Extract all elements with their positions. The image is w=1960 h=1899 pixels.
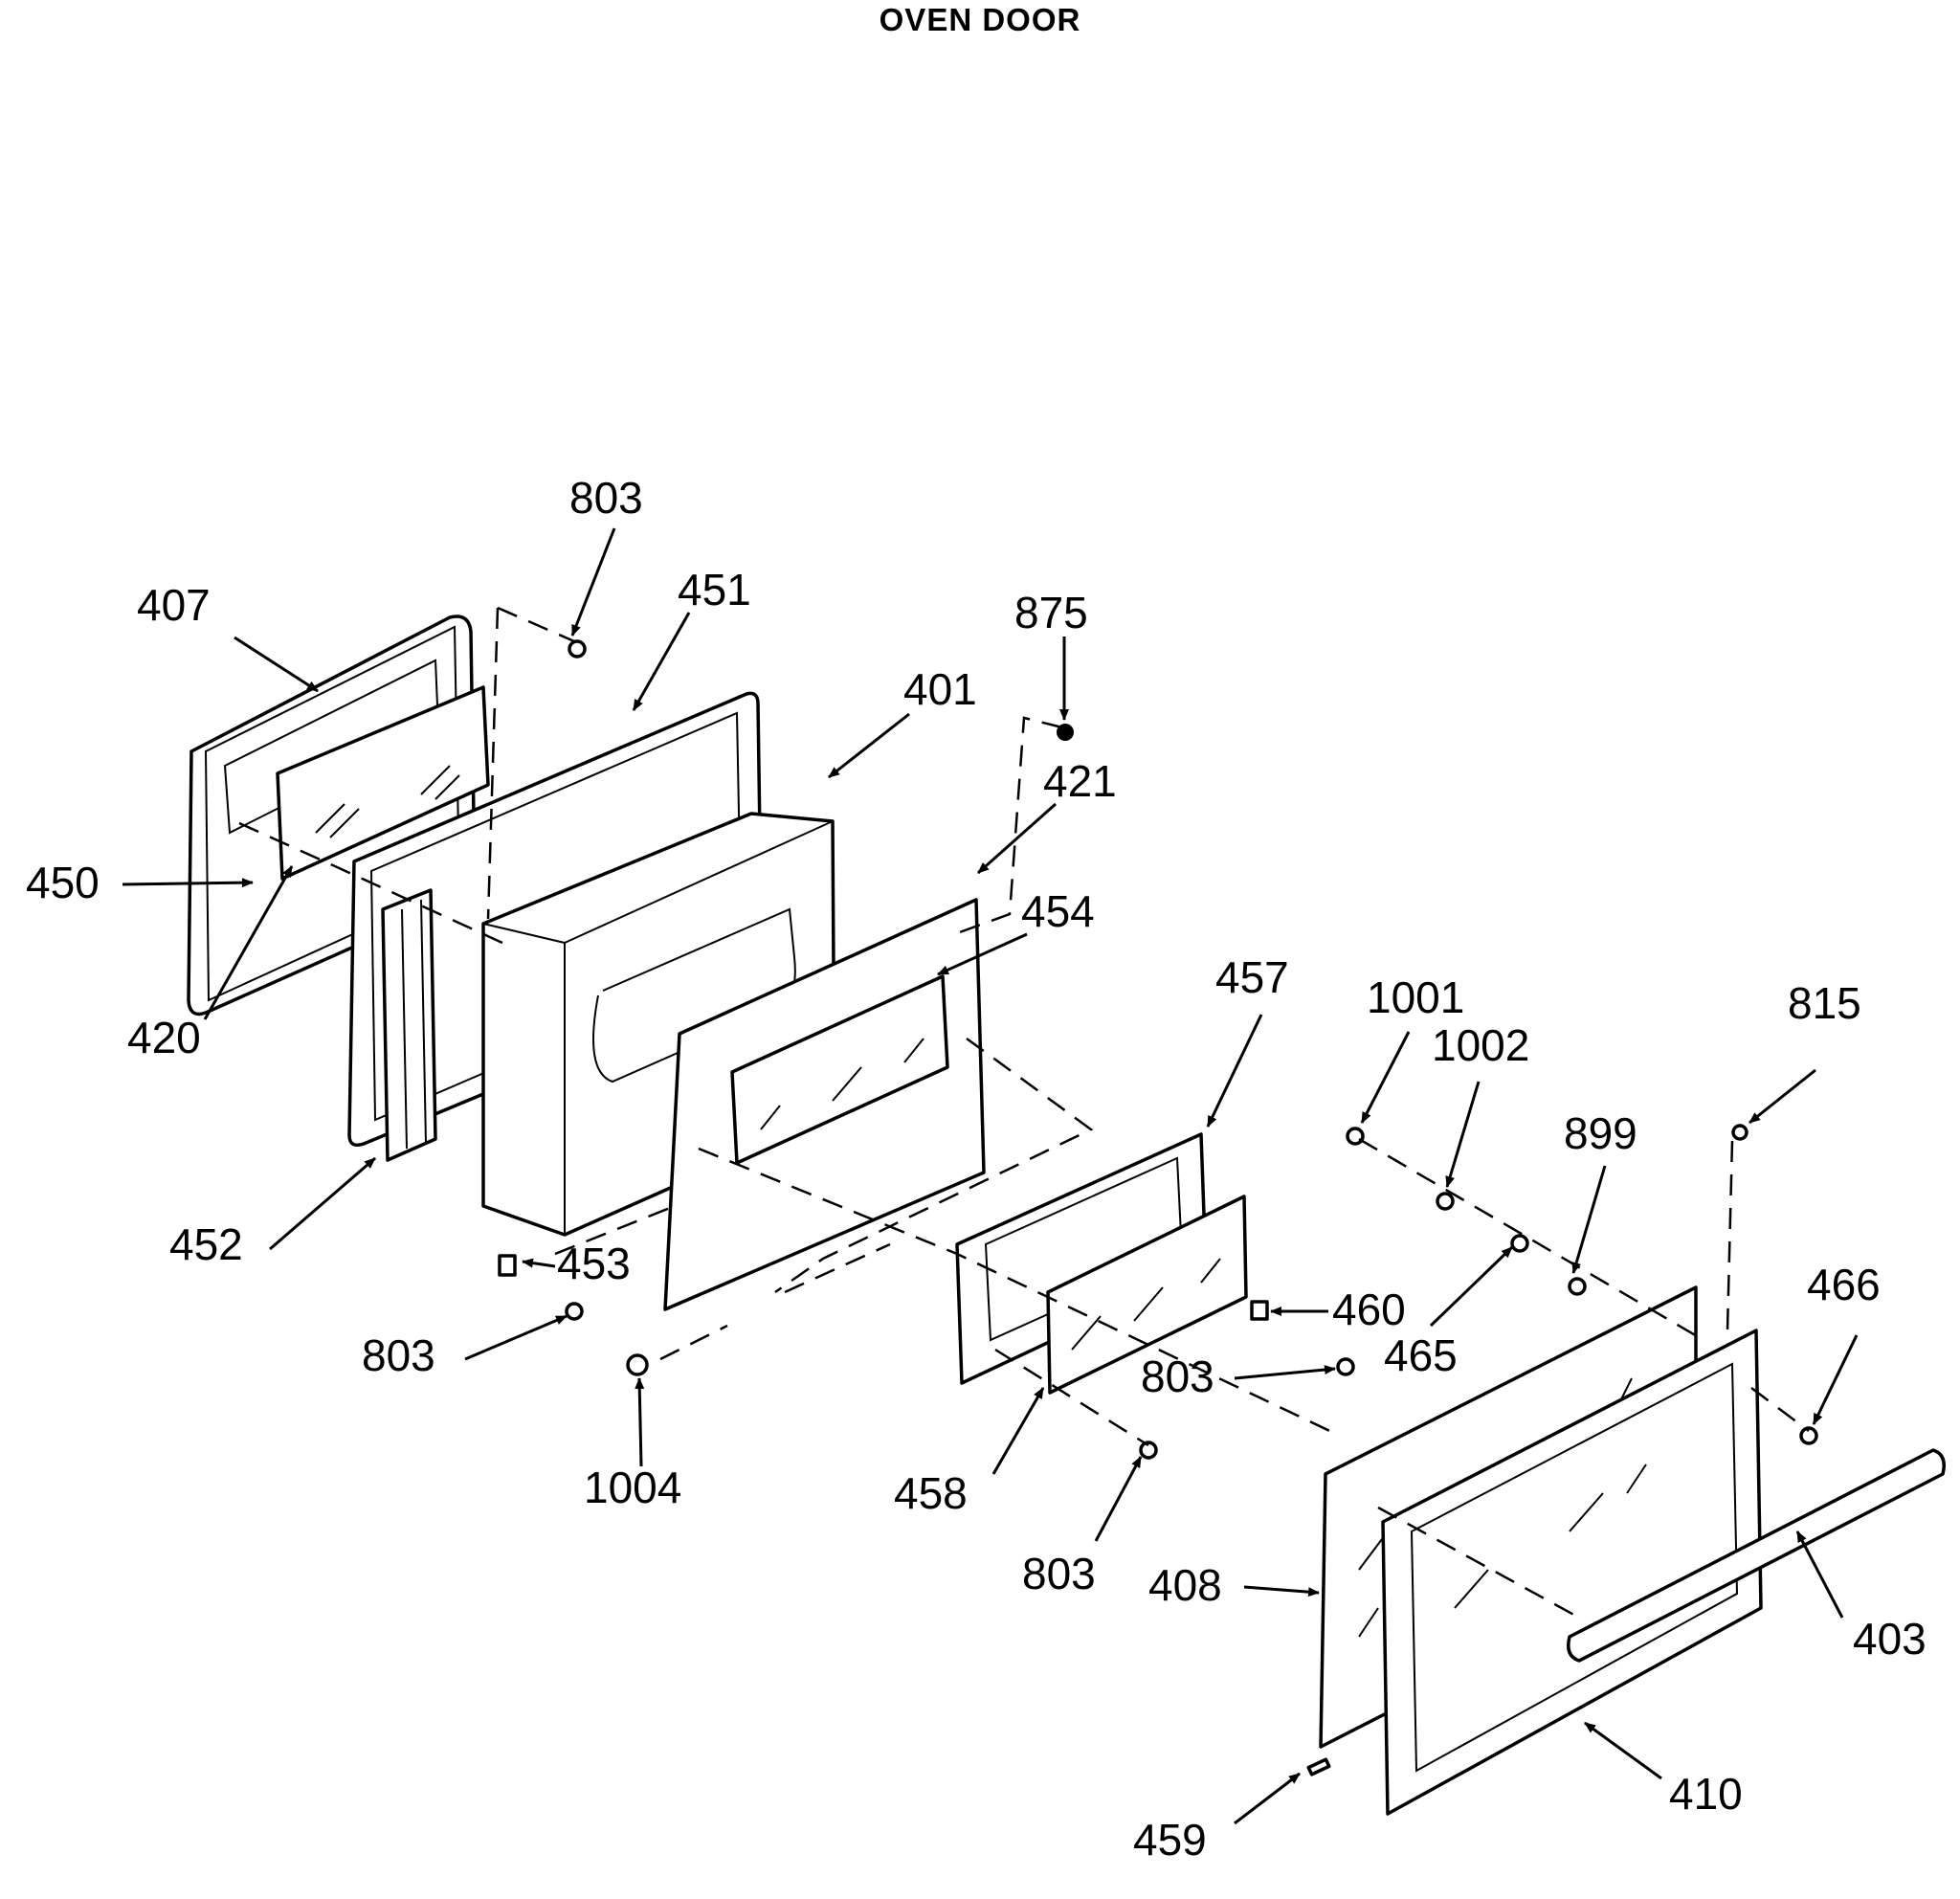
part-403-handle (1567, 1448, 1946, 1663)
part-410-door-frame (1381, 1329, 1763, 1816)
callout-410: 410 (1669, 1769, 1743, 1819)
callout-460: 460 (1332, 1285, 1406, 1334)
callout-803-top: 803 (569, 473, 643, 523)
part-421-liner (663, 898, 986, 1311)
hardware-fasteners (498, 639, 1818, 1776)
callout-459: 459 (1133, 1815, 1207, 1865)
callout-403: 403 (1853, 1614, 1927, 1664)
callout-452: 452 (169, 1219, 243, 1269)
leader-lines (122, 527, 1859, 1825)
callout-1004: 1004 (584, 1463, 681, 1512)
callout-457: 457 (1215, 952, 1289, 1002)
callout-451: 451 (678, 565, 751, 614)
callout-420: 420 (127, 1013, 201, 1062)
assembly-dashed-lines (238, 606, 1810, 1620)
part-callouts: 803 407 451 875 401 421 450 454 420 457 … (26, 473, 1927, 1865)
part-452-channel (381, 888, 437, 1162)
part-420-inner-glass (276, 685, 490, 881)
callout-803-bottom: 803 (1022, 1549, 1096, 1598)
page-title: OVEN DOOR (879, 2, 1081, 37)
callout-401: 401 (903, 664, 977, 714)
callout-407: 407 (137, 580, 211, 630)
callout-466: 466 (1807, 1260, 1881, 1309)
callout-454: 454 (1021, 886, 1095, 936)
callout-803-right: 803 (1141, 1352, 1214, 1401)
callout-465: 465 (1384, 1330, 1458, 1380)
callout-899: 899 (1564, 1108, 1637, 1158)
part-458-window-glass (1046, 1195, 1248, 1395)
callout-421: 421 (1043, 756, 1117, 806)
callout-450: 450 (26, 858, 100, 907)
callout-458: 458 (894, 1468, 968, 1518)
callout-1002: 1002 (1432, 1020, 1529, 1070)
exploded-parts (187, 614, 1946, 1816)
callout-408: 408 (1148, 1560, 1222, 1610)
callout-815: 815 (1788, 978, 1861, 1028)
callout-803-left: 803 (362, 1330, 435, 1380)
callout-875: 875 (1014, 588, 1088, 637)
callout-1001: 1001 (1367, 972, 1464, 1022)
callout-453: 453 (557, 1239, 631, 1288)
